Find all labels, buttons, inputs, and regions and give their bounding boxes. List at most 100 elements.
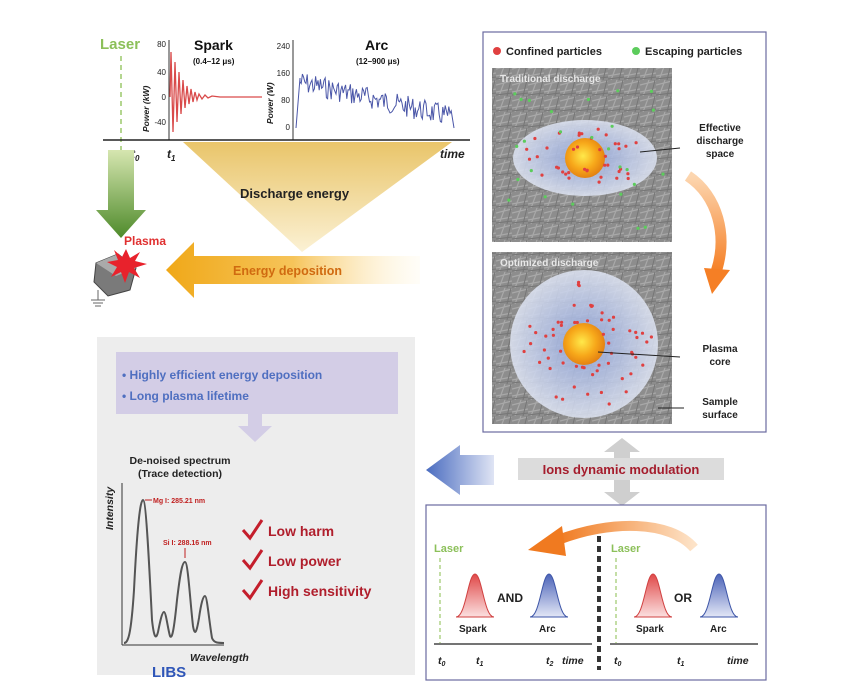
arc-left-label: Arc [539, 624, 556, 635]
plasma-core-leader-line [597, 351, 681, 358]
confined-particle [649, 335, 654, 339]
escaping-particle [522, 139, 527, 143]
confined-particle [528, 324, 532, 328]
confined-particle [604, 133, 608, 137]
confined-particle [567, 176, 571, 180]
curved-arrow-head [528, 526, 566, 556]
confined-particle [626, 176, 630, 181]
escaping-particle [529, 169, 533, 173]
discharge-energy-label: Discharge energy [240, 186, 350, 201]
core-label-1: Plasma [702, 344, 737, 355]
energy-deposition-label: Energy deposition [233, 264, 342, 278]
confined-particle [573, 320, 577, 325]
spark-tick-40: 40 [157, 68, 166, 77]
escaping-particle [610, 124, 614, 128]
spark-tick-neg40: -40 [154, 118, 166, 127]
confined-particle [561, 397, 565, 401]
escaping-particle [661, 172, 665, 176]
wavelength-label: Wavelength [190, 652, 249, 664]
t1-right: t1 [677, 655, 685, 668]
confined-particle [607, 402, 611, 406]
mg-label: Mg I: 285.21 nm [153, 498, 205, 505]
modulation-box [518, 458, 724, 480]
spark-tick-0: 0 [162, 93, 167, 102]
confined-particle [586, 392, 590, 396]
escaping-particle [643, 225, 647, 229]
spark-title: Spark [194, 37, 233, 53]
confined-particle [538, 360, 542, 364]
modulation-label: Ions dynamic modulation [543, 462, 700, 477]
escaping-particle [636, 226, 640, 230]
time-right-label: time [727, 655, 749, 667]
confined-particle [597, 180, 601, 184]
particles-optimized [522, 280, 654, 406]
escaping-particle [513, 92, 517, 96]
escaping-particle [543, 195, 547, 199]
confined-particle [533, 136, 537, 141]
confined-particle [617, 147, 621, 151]
bullet-1: • Highly efficient energy deposition [122, 368, 322, 382]
confined-particle [535, 155, 539, 159]
confined-particle [624, 144, 628, 148]
check-icon-1 [241, 519, 264, 541]
confined-particle [641, 363, 645, 367]
confined-particle [567, 171, 571, 175]
confined-particle [640, 331, 645, 335]
escaping-particle [519, 97, 523, 101]
confined-particle [603, 163, 607, 167]
plasma-core-bottom [563, 323, 605, 365]
confined-particle [629, 372, 633, 376]
checks: Low harm Low power High sensitivity [241, 519, 372, 601]
confined-particle [585, 169, 589, 173]
confined-particle [624, 390, 628, 394]
confined-particle [527, 157, 532, 161]
blue-left-arrow [426, 445, 494, 495]
confined-particle [600, 318, 604, 322]
plasma-burst-icon [107, 249, 147, 283]
escaping-particle [515, 144, 519, 148]
confined-particle [620, 377, 624, 381]
escaping-particle [586, 97, 591, 102]
ground-icon [91, 290, 105, 307]
effective-label-1: Effective [699, 123, 741, 134]
arc-ylabel: Power (W) [265, 82, 275, 124]
arc-tick-0: 0 [286, 123, 291, 132]
check-label-3: High sensitivity [268, 583, 372, 599]
arc-peak-right [699, 573, 739, 618]
check-label-1: Low harm [268, 523, 334, 539]
confined-particle [635, 335, 639, 340]
confined-particle [540, 173, 544, 177]
escaping-particle [651, 108, 656, 112]
or-label: OR [674, 591, 692, 605]
confined-particle [577, 284, 581, 288]
arc-y-ticks: 240 160 80 0 [277, 42, 291, 132]
confined-particle [580, 365, 585, 369]
confined-particle [525, 147, 529, 151]
spark-range: (0.4–12 μs) [193, 57, 235, 66]
spark-right-label: Spark [636, 624, 664, 635]
confined-particle [606, 361, 611, 365]
confined-particle [634, 330, 638, 334]
confined-particle [561, 170, 565, 174]
effective-leader-line [639, 147, 681, 153]
escaping-particle [649, 89, 654, 93]
t1-label: t1 [167, 147, 176, 163]
energy-deposition-arrow [166, 242, 420, 298]
escaping-particle [516, 177, 520, 182]
confined-particle [572, 303, 576, 307]
spark-tick-80: 80 [157, 40, 166, 49]
confined-particle [606, 163, 610, 167]
confined-particle [613, 142, 617, 146]
confined-particle [595, 369, 599, 373]
confined-particle [529, 342, 533, 346]
confined-particle [534, 331, 538, 335]
laser-left-label: Laser [434, 543, 464, 555]
confined-particle [634, 141, 638, 145]
confined-particle [561, 361, 565, 365]
confined-particle [597, 363, 601, 367]
confined-particle [577, 131, 581, 135]
down-arrow-benefits [238, 414, 272, 442]
confined-particle [607, 318, 611, 322]
confined-particle [545, 146, 549, 150]
confined-particle [617, 142, 621, 146]
